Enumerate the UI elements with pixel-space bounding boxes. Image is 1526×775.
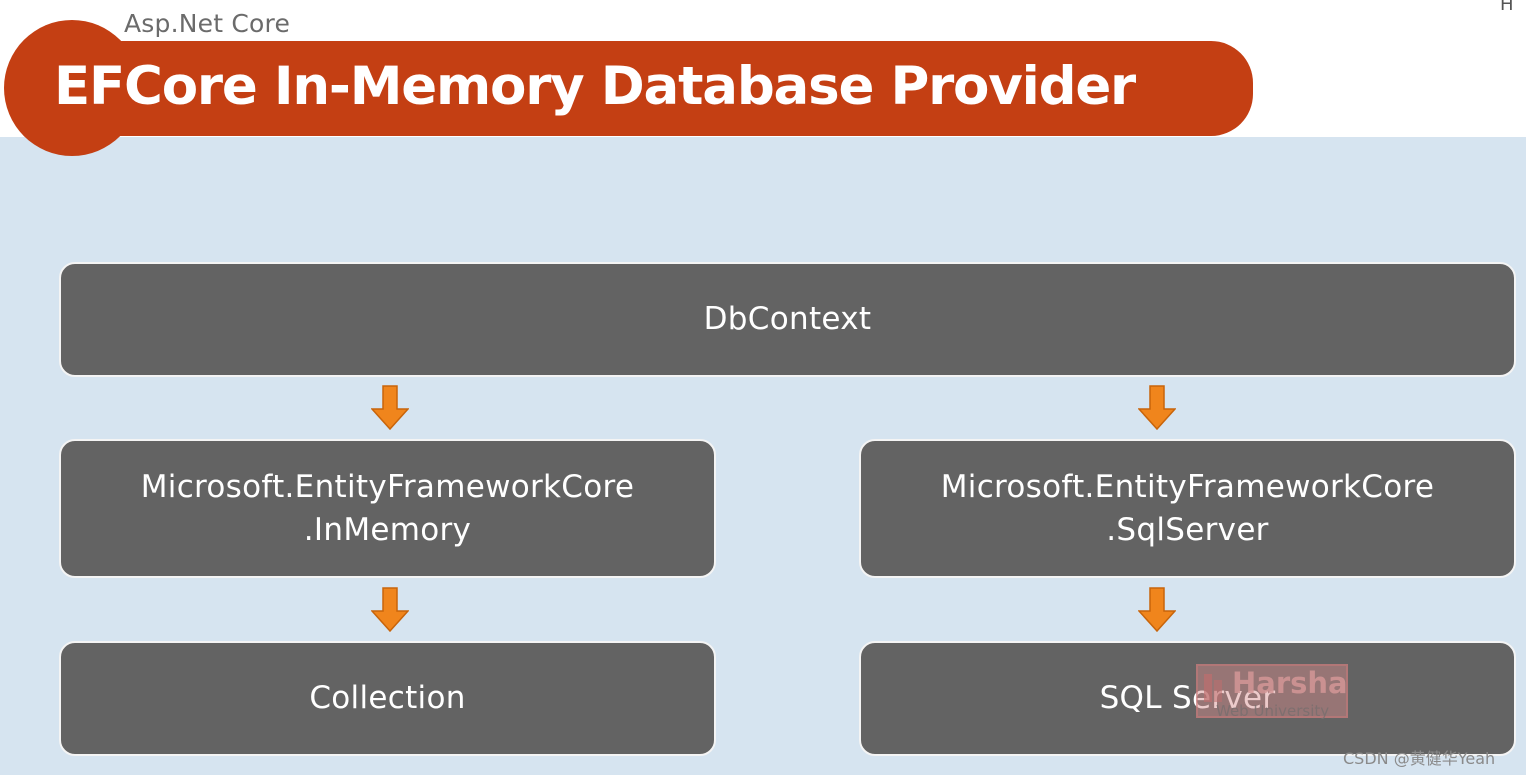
node-inmemory-provider: Microsoft.EntityFrameworkCore .InMemory xyxy=(59,439,716,578)
node-sqlserver-label-line1: Microsoft.EntityFrameworkCore xyxy=(940,468,1435,505)
watermark-logo-subtitle: Web University xyxy=(1216,702,1330,720)
node-dbcontext-label: DbContext xyxy=(703,301,872,337)
node-dbcontext: DbContext xyxy=(59,262,1516,377)
corner-mark: H xyxy=(1500,0,1514,15)
logo-mark-icon xyxy=(1204,674,1222,702)
node-sqlserver-provider: Microsoft.EntityFrameworkCore .SqlServer xyxy=(859,439,1516,578)
node-collection-label: Collection xyxy=(309,680,466,716)
arrow-down-icon xyxy=(1138,587,1176,633)
arrow-down-icon xyxy=(371,587,409,633)
site-watermark: CSDN @黄健华Yeah xyxy=(1343,749,1496,768)
node-collection: Collection xyxy=(59,641,716,756)
course-label: Asp.Net Core xyxy=(124,9,291,38)
page-title: EFCore In-Memory Database Provider xyxy=(54,56,1136,117)
node-inmemory-label-line1: Microsoft.EntityFrameworkCore xyxy=(140,468,635,505)
arrow-down-icon xyxy=(1138,385,1176,431)
watermark-logo-title: Harsha xyxy=(1232,666,1348,700)
node-sql-server-label: SQL Server xyxy=(1099,680,1276,716)
node-sqlserver-label-line2: .SqlServer xyxy=(1106,511,1269,548)
node-inmemory-label-line2: .InMemory xyxy=(303,511,472,548)
node-sql-server: SQL Server xyxy=(859,641,1516,756)
arrow-down-icon xyxy=(371,385,409,431)
title-banner xyxy=(55,41,1253,136)
